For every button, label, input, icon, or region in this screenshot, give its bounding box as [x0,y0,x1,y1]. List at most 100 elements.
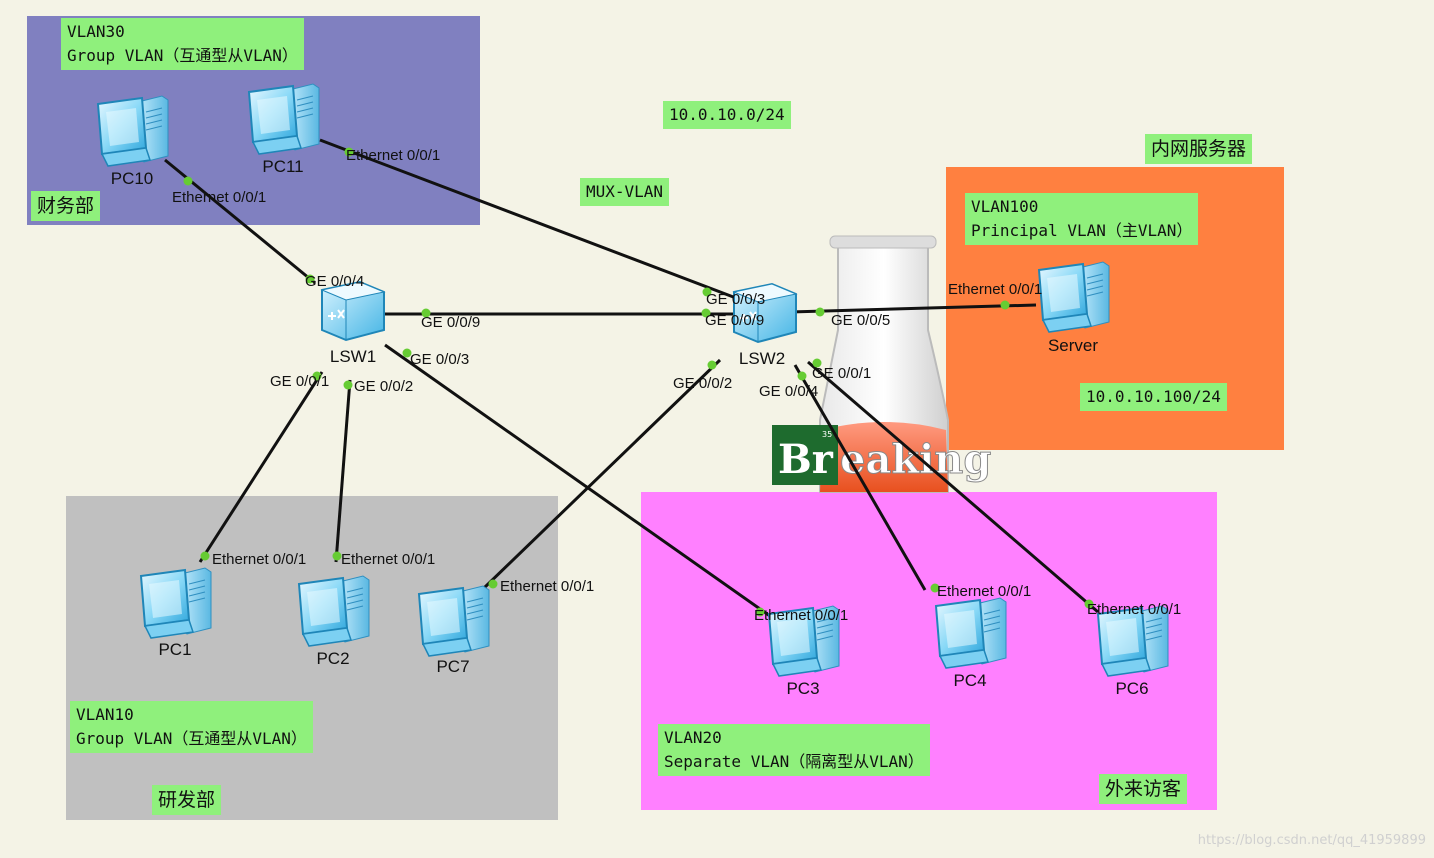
pc-tower-slot [145,107,163,113]
pc-tower-slot [1086,285,1104,291]
port-label-lsw2-8: GE 0/0/4 [759,383,818,400]
pc-tower-slot [466,603,484,609]
network-address-note: 10.0.10.0/24 [663,101,791,129]
pc-tower-slot [145,113,163,119]
pc-screen-glare [1047,274,1080,312]
node-lsw2[interactable]: LSW2 [732,282,798,368]
port-label-pc6-9: Ethernet 0/0/1 [1087,601,1181,618]
port-label-lsw1-0: GE 0/0/4 [305,273,364,290]
pc-keyboard-shape [1100,657,1151,677]
port-label-pc11-1: Ethernet 0/0/1 [346,147,440,164]
pc-tower-slot [346,605,364,611]
node-name-pc11: PC11 [262,157,303,176]
server-ip-note: 10.0.10.100/24 [1080,383,1227,411]
port-dot-lsw2-7 [707,360,717,370]
port-dot-pc7-7 [488,579,498,589]
port-label-pc1-4: Ethernet 0/0/1 [212,551,306,568]
node-pc10[interactable]: PC10 [96,95,169,188]
pc-keyboard-shape [421,637,472,657]
pc-tower-slot [983,615,1001,621]
pc-tower-slot [466,597,484,603]
finance-vlan-id: VLAN30 [67,22,125,41]
node-pc4[interactable]: PC4 [934,597,1007,690]
pc-tower-slot [1086,279,1104,285]
pc-tower-slot [816,617,834,623]
switch-top-face [732,283,798,303]
pc-tower-slot [188,579,206,585]
pc-icon [934,597,1007,669]
node-pc11[interactable]: PC11 [247,83,320,176]
pc-tower-slot [346,587,364,593]
guest-dept-label: 外来访客 [1099,774,1188,804]
pc-screen-glare [777,618,810,656]
node-pc6[interactable]: PC6 [1096,605,1169,698]
pc-tower-slot [1145,617,1163,623]
port-label-lsw2-1: GE 0/0/3 [706,291,765,308]
csdn-watermark: https://blog.csdn.net/qq_41959899 [1197,833,1426,848]
pc-tower-slot [1145,629,1163,635]
pc-keyboard-shape [771,657,822,677]
pc-tower-slot [466,609,484,615]
node-pc2[interactable]: PC2 [297,575,370,668]
breaking-bad-logo: 35 Br eaking [772,425,992,485]
port-label-lsw2-9: GE 0/0/1 [812,365,871,382]
port-label-lsw2-3: GE 0/0/5 [831,312,890,329]
pc-keyboard-shape [100,147,151,167]
node-pc1[interactable]: PC1 [139,567,212,659]
port-label-pc2-5: Ethernet 0/0/1 [341,551,435,568]
pc-icon [417,585,490,657]
link-pc11-lsw2 [319,138,737,300]
server-vlan-label: VLAN100 Principal VLAN（主VLAN） [965,193,1199,245]
pc-screen-glare [257,96,290,134]
switch-arrows-icon [740,311,757,322]
port-label-pc4-8: Ethernet 0/0/1 [937,583,1031,600]
pc-tower-slot [145,119,163,125]
node-server[interactable]: Server [1037,261,1110,355]
pc-tower-slot [296,113,314,119]
pc-keyboard-shape [1041,313,1092,333]
port-dot-lsw2-1 [702,287,712,297]
rnd-vlan-id: VLAN10 [76,705,134,724]
pc-icon [96,95,169,167]
pc-keyboard-shape [938,649,989,669]
pc-tower-slot [188,591,206,597]
muxvlan-note: MUX-VLAN [580,178,670,206]
node-pc3[interactable]: PC3 [767,605,840,698]
node-lsw1[interactable]: LSW1 [320,280,386,366]
port-dot-lsw1-0 [305,274,315,284]
port-label-lsw1-2: GE 0/0/9 [421,314,480,331]
port-label-lsw1-6: GE 0/0/3 [410,351,469,368]
pc-tower-slot [1145,635,1163,641]
node-name-pc1: PC1 [158,640,191,659]
pc-tower-slot [346,599,364,605]
finance-vlan-label: VLAN30 Group VLAN（互通型从VLAN） [61,18,304,70]
switch-icon [320,280,386,342]
port-label-lsw1-4: GE 0/0/1 [270,373,329,390]
node-pc7[interactable]: PC7 [417,585,490,676]
pc-screen-glare [149,580,182,618]
link-lsw1-pc2 [334,379,352,563]
logo-element-number: 35 [822,430,832,439]
port-dot-lsw2-9 [812,358,822,368]
link-lsw2-pc4 [793,364,927,591]
pc-tower-slot [1086,273,1104,279]
pc-tower-slot [983,609,1001,615]
node-name-pc10: PC10 [111,169,154,188]
pc-tower-slot [188,597,206,603]
pc-tower-slot [296,95,314,101]
pc-tower-slot [983,621,1001,627]
port-dot-pc3-6 [755,607,765,617]
link-lsw1-pc3 [384,343,771,618]
port-dot-pc1-4 [200,551,210,561]
port-dot-server-3 [1000,300,1010,310]
finance-vlan-type: Group VLAN（互通型从VLAN） [67,46,298,65]
pc-keyboard-shape [301,627,352,647]
node-name-lsw1: LSW1 [330,347,376,366]
port-dot-lsw1-4 [312,371,322,381]
pc-tower-slot [816,635,834,641]
pc-icon [247,83,320,155]
guest-vlan-type: Separate VLAN（隔离型从VLAN） [664,752,924,771]
logo-boxed-text: Br [778,436,834,483]
port-label-pc10-0: Ethernet 0/0/1 [172,189,266,206]
